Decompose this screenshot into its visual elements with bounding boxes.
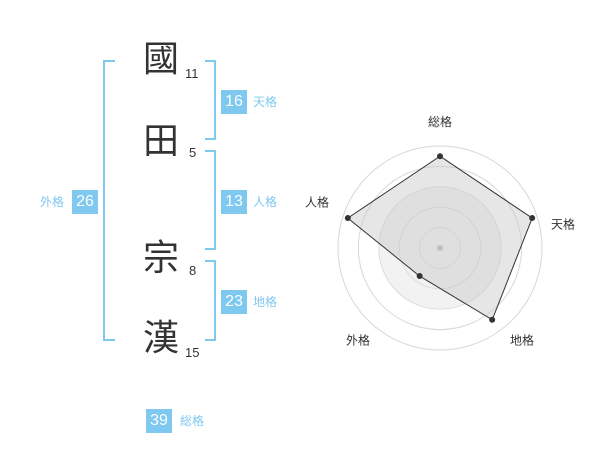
stroke-count-2: 5 <box>189 145 197 160</box>
stroke-count-1: 11 <box>185 66 199 81</box>
jinkaku-score-badge: 13 <box>221 190 247 214</box>
jinkaku-label: 人格 <box>253 195 278 209</box>
radar-area <box>346 155 533 321</box>
tenkaku-label: 天格 <box>253 95 278 109</box>
radar-point-2 <box>529 215 536 222</box>
radar-point-1 <box>437 153 443 160</box>
jinkaku-bracket <box>205 150 216 250</box>
radar-point-5 <box>344 215 351 222</box>
name-char-2: 田 <box>143 121 180 162</box>
tenkaku-bracket <box>205 60 216 140</box>
radar-ring <box>357 165 523 331</box>
gaikaku-label: 外格 <box>40 195 65 209</box>
name-char-1: 國 <box>143 39 180 80</box>
radar-axis-label: 人格 <box>305 194 329 209</box>
radar-axis-label: 外格 <box>346 333 370 348</box>
radar-center-dot <box>437 245 443 251</box>
name-char-4: 漢 <box>143 318 180 359</box>
radar-point-4 <box>416 273 423 280</box>
stroke-count-3: 8 <box>189 263 197 278</box>
soukaku-score-badge: 39 <box>146 409 172 433</box>
tenkaku-score-badge: 16 <box>221 90 247 114</box>
soukaku-label: 総格 <box>180 414 205 428</box>
radar-point-3 <box>489 316 496 323</box>
gaikaku-score-badge: 26 <box>72 190 98 214</box>
chikaku-label: 地格 <box>253 295 278 309</box>
chikaku-score-badge: 23 <box>221 290 247 314</box>
name-char-3: 宗 <box>143 238 180 279</box>
stroke-count-4: 15 <box>185 345 200 360</box>
radar-series <box>344 153 536 323</box>
gaikaku-bracket <box>103 60 115 341</box>
radar-axis-label: 総格 <box>428 114 452 129</box>
radar-axis-label: 地格 <box>510 333 534 348</box>
radar-ring <box>337 145 543 351</box>
radar-axis-label: 天格 <box>551 216 575 231</box>
chikaku-bracket <box>205 260 216 341</box>
